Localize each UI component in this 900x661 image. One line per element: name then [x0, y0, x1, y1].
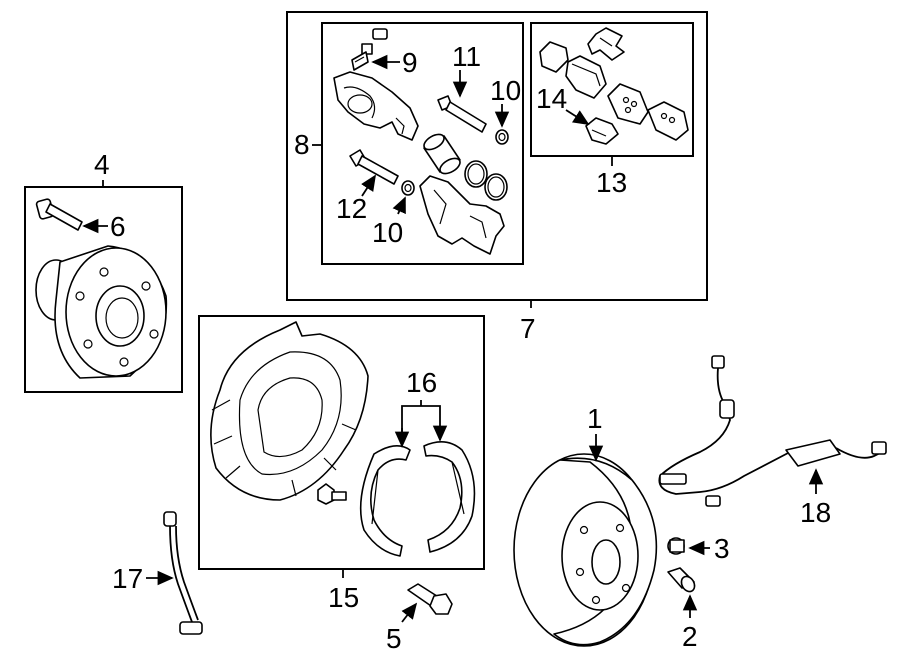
caliper-piston [423, 133, 461, 175]
callout-3: 3 [714, 533, 730, 564]
caliper-parts-box [321, 22, 524, 265]
callout-6: 6 [110, 211, 126, 242]
callout-9: 9 [402, 47, 418, 78]
pad-shim [539, 41, 569, 73]
callout-13: 13 [596, 167, 627, 198]
guide-pin-boot-lower [401, 180, 415, 196]
caliper-bracket-bolt [407, 583, 453, 615]
pad-clip-upper [587, 27, 625, 61]
callout-7: 7 [520, 313, 536, 344]
pad-backing-shim [647, 101, 689, 141]
callout-17: 17 [112, 563, 143, 594]
pad-clip-lower [585, 117, 619, 145]
callout-11: 11 [452, 41, 481, 72]
bolt-backing [317, 483, 347, 505]
callout-4: 4 [94, 149, 110, 180]
callout-10-upper: 10 [490, 75, 521, 106]
callout-8: 8 [294, 129, 310, 160]
hub-cap [667, 537, 685, 555]
caliper-bracket [419, 175, 505, 255]
caliper-assembly-box [286, 11, 708, 301]
rotor-screw [667, 567, 696, 593]
parking-brake-box [198, 315, 485, 570]
callout-16: 16 [406, 367, 437, 398]
guide-pin-lower [349, 149, 399, 185]
parking-brake-shoe-left [359, 445, 411, 557]
brake-hose [163, 511, 203, 635]
callout-5: 5 [386, 623, 402, 654]
callout-15: 15 [328, 582, 359, 613]
callout-2: 2 [682, 621, 698, 652]
brake-rotor [513, 453, 658, 647]
hub-bearing-assembly [35, 245, 168, 379]
parking-brake-shoe-right [423, 441, 476, 553]
brake-pad-outer [607, 83, 649, 125]
caliper-housing [333, 71, 419, 141]
guide-pin-boot-upper [495, 129, 509, 145]
callout-14: 14 [536, 83, 567, 114]
callout-1: 1 [587, 403, 603, 434]
backing-plate [210, 321, 369, 501]
guide-pin-upper [437, 95, 487, 133]
callout-18: 18 [800, 497, 831, 528]
abs-wheel-speed-sensor [658, 355, 887, 507]
bleeder-screw [351, 28, 388, 71]
callout-12: 12 [336, 193, 367, 224]
callout-10-lower: 10 [372, 217, 403, 248]
wheel-stud [35, 198, 83, 231]
brake-pad-inner [565, 55, 607, 99]
